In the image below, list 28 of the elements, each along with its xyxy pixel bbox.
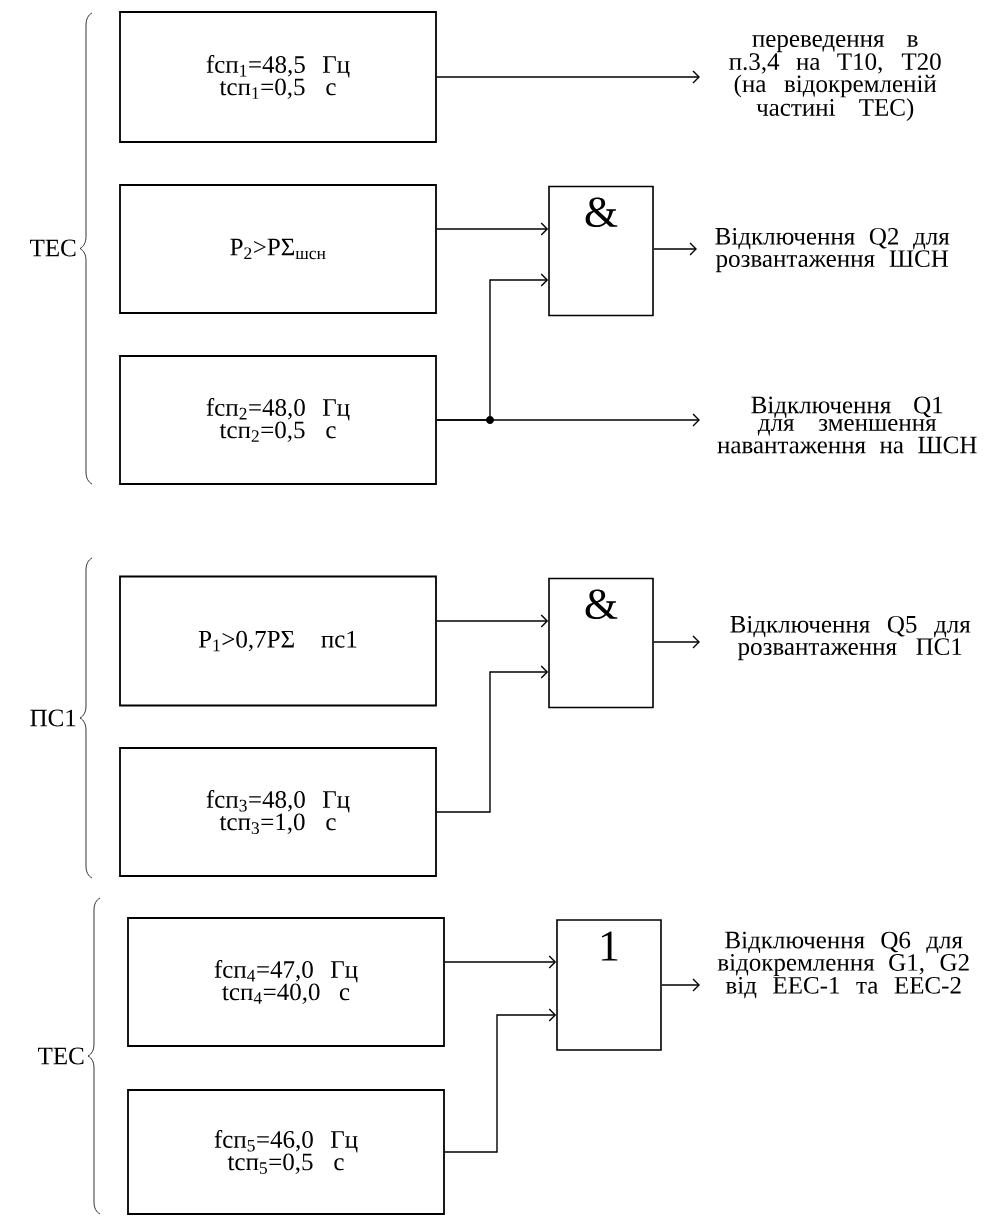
process-box: fсп$_{3}$=48,0 Гц tсп$_{3}$=1,0 с	[119, 747, 437, 877]
process-box: fсп$_{5}$=46,0 Гц tсп$_{5}$=0,5 с	[127, 1089, 445, 1215]
output-text: Відключення Q6 для відокремлення G1, G2 від ЕЕС-1 та ЕЕС-2	[717, 931, 969, 999]
logic-gate-box: 1	[556, 919, 662, 1051]
connector-arrow	[661, 978, 700, 992]
connector-arrow	[436, 665, 549, 813]
connector-arrow	[444, 1008, 557, 1153]
process-box: P$_{2}$>PΣ$_{шсн}$	[119, 184, 437, 314]
connector-arrow	[653, 242, 697, 256]
logic-gate-box: &	[548, 577, 654, 709]
connector-arrow	[436, 222, 549, 236]
output-text: Відключення Q1 для зменшення навантаження на ШСН	[717, 396, 977, 454]
connector-arrow	[436, 614, 549, 628]
process-box: fсп$_{1}$=48,5 Гц tсп$_{1}$=0,5 с	[119, 11, 437, 143]
logic-gate-box: &	[548, 185, 654, 317]
connector-arrow	[436, 70, 700, 84]
group-label: ТЕС	[30, 239, 76, 257]
connector-arrow	[653, 635, 700, 649]
connector-arrow	[444, 955, 557, 969]
process-box: fсп$_{4}$=47,0 Гц tсп$_{4}$=40,0 с	[127, 917, 445, 1047]
output-text: Відключення Q2 для розвантаження ШСН	[715, 227, 950, 273]
connector-arrow	[436, 413, 700, 427]
group-label: ПС1	[30, 709, 76, 727]
output-text: Відключення Q5 для розвантаження ПС1	[730, 615, 971, 661]
process-box: P$_{1}$>0,7PΣ пс1	[119, 575, 437, 707]
group-label: ТЕС	[38, 1047, 84, 1065]
output-text: переведення в п.3,4 на Т10, Т20 (на відокремленій частині ТЕС)	[729, 35, 941, 121]
process-box: fсп$_{2}$=48,0 Гц tсп$_{2}$=0,5 с	[119, 355, 437, 485]
